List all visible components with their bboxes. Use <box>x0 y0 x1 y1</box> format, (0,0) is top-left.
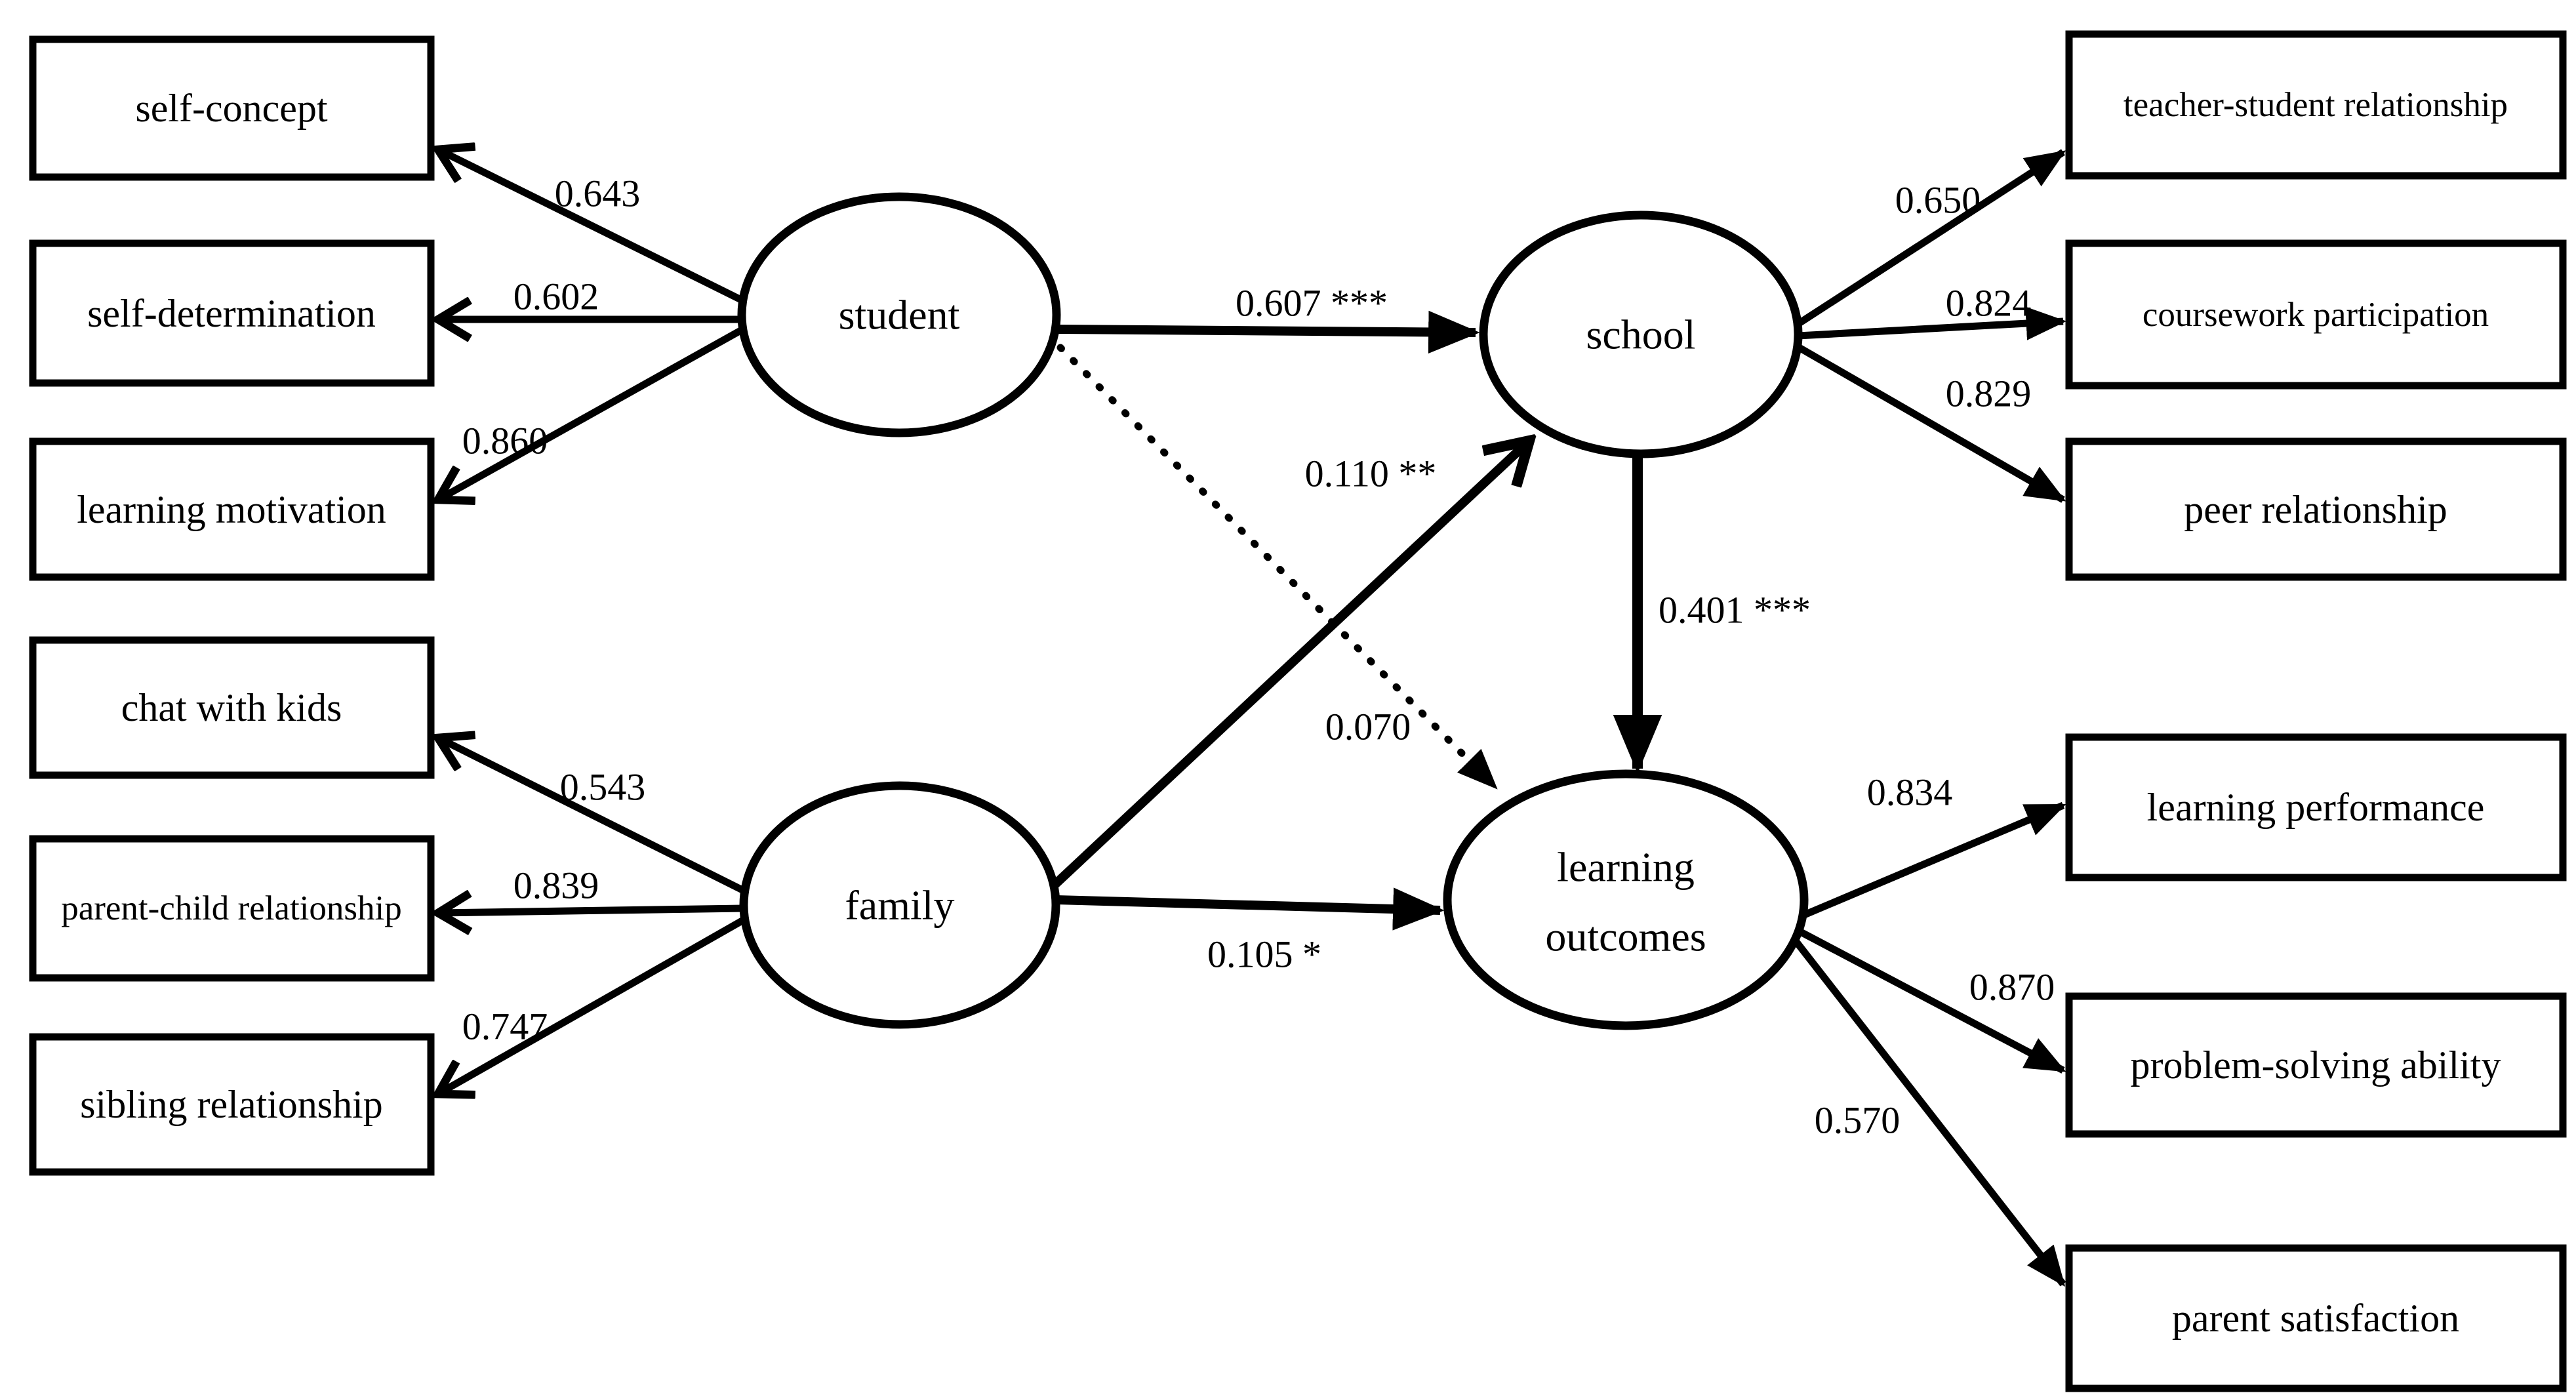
latent-learning-outcomes <box>1443 769 1809 1030</box>
box-learning-performance-label: learning performance <box>2147 786 2485 829</box>
path-student-outcomes-dotted <box>1057 344 1499 791</box>
latent-student-label: student <box>839 292 960 338</box>
arrow-outcomes-problem-solving <box>1795 927 2066 1074</box>
box-learning-motivation <box>29 437 435 581</box>
latent-learning-outcomes-label-line1: learning <box>1557 844 1695 891</box>
coef-family-school: 0.110 ** <box>1305 453 1437 495</box>
arrow-family-chat-with-kids <box>438 738 751 897</box>
box-coursework <box>2065 239 2567 390</box>
arrow-student-self-concept <box>438 150 750 306</box>
loading-problem-solving: 0.870 <box>1969 966 2055 1009</box>
box-learning-motivation-label: learning motivation <box>77 488 386 531</box>
loading-learning-performance: 0.834 <box>1867 771 1953 814</box>
box-self-determination <box>29 239 435 387</box>
box-coursework-label: coursework participation <box>2143 296 2489 334</box>
loading-self-concept: 0.643 <box>555 172 641 215</box>
latent-learning-outcomes-label-line2: outcomes <box>1545 914 1706 960</box>
loading-peer: 0.829 <box>1946 373 2032 415</box>
path-student-school <box>1057 310 1480 354</box>
box-teacher-student-label: teacher-student relationship <box>2123 86 2508 124</box>
box-sibling-label: sibling relationship <box>80 1083 383 1126</box>
box-parent-child-label: parent-child relationship <box>61 889 402 927</box>
loading-learning-motivation: 0.860 <box>462 420 548 462</box>
loading-self-determination: 0.602 <box>513 275 599 318</box>
box-peer-label: peer relationship <box>2184 488 2447 531</box>
loading-chat-with-kids: 0.543 <box>560 766 646 809</box>
arrow-school-coursework <box>1798 306 2067 340</box>
coef-student-outcomes: 0.070 <box>1325 706 1411 748</box>
path-family-school <box>1049 441 1529 891</box>
latent-school <box>1479 211 1803 458</box>
coef-school-outcomes: 0.401 *** <box>1659 589 1811 632</box>
box-peer <box>2065 437 2567 581</box>
arrow-outcomes-learning-performance <box>1798 801 2066 921</box>
arrow-school-teacher-student <box>1795 149 2066 328</box>
arrow-family-sibling <box>438 914 751 1094</box>
latent-family <box>739 781 1060 1029</box>
arrow-outcomes-parent-satisfaction <box>1791 937 2066 1287</box>
loading-coursework: 0.824 <box>1946 282 2032 325</box>
loading-teacher-student: 0.650 <box>1895 179 1981 222</box>
loading-sibling: 0.747 <box>462 1005 548 1048</box>
box-teacher-student <box>2065 30 2567 180</box>
latent-student <box>737 192 1061 437</box>
box-parent-satisfaction <box>2065 1244 2567 1392</box>
loading-parent-satisfaction: 0.570 <box>1815 1099 1901 1142</box>
box-parent-child <box>29 835 435 982</box>
box-parent-satisfaction-label: parent satisfaction <box>2172 1297 2459 1340</box>
coef-family-outcomes: 0.105 * <box>1207 933 1321 976</box>
box-self-concept <box>29 35 435 181</box>
box-problem-solving <box>2065 992 2567 1138</box>
box-self-concept-label: self-concept <box>135 87 328 130</box>
box-problem-solving-label: problem-solving ability <box>2131 1043 2501 1087</box>
box-chat-with-kids <box>29 636 435 779</box>
path-family-outcomes <box>1055 887 1445 931</box>
latent-family-label: family <box>845 882 954 929</box>
box-chat-with-kids-label: chat with kids <box>121 686 342 729</box>
box-sibling <box>29 1033 435 1176</box>
loading-parent-child: 0.839 <box>513 864 599 907</box>
arrow-family-parent-child <box>438 908 744 913</box>
arrow-student-learning-motivation <box>438 323 750 500</box>
box-self-determination-label: self-determination <box>87 292 376 335</box>
box-learning-performance <box>2065 733 2567 881</box>
latent-school-label: school <box>1586 312 1695 358</box>
arrow-school-peer <box>1795 343 2066 503</box>
coef-student-school: 0.607 *** <box>1236 282 1388 325</box>
